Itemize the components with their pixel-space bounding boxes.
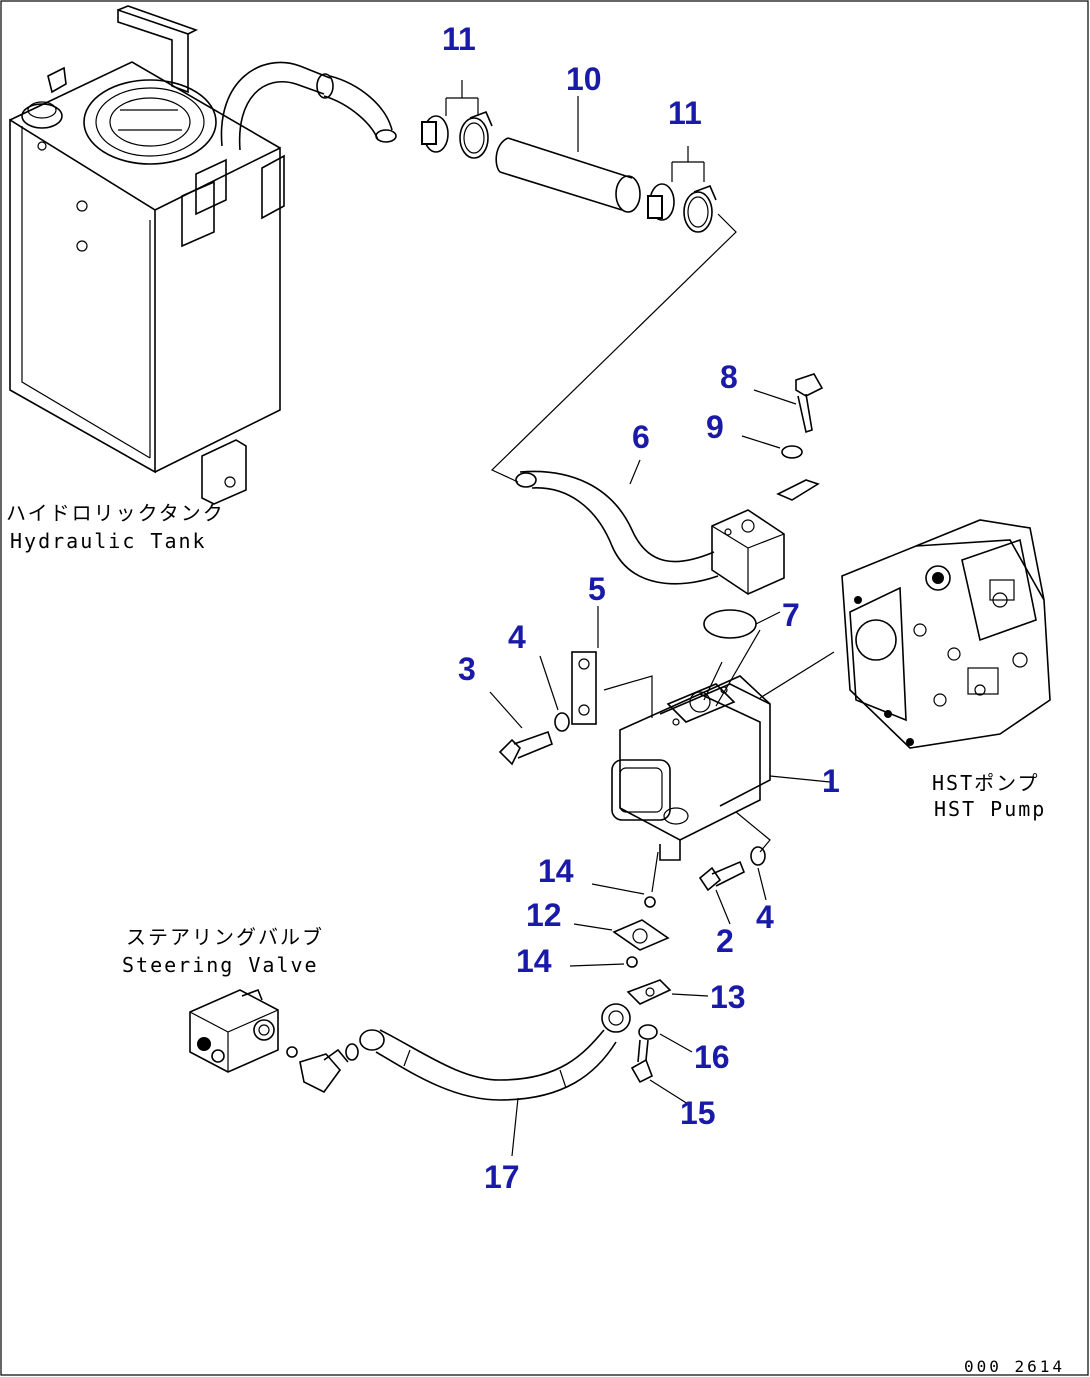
caption-tank-en: Hydraulic Tank bbox=[10, 529, 207, 553]
bolt-8-drawing bbox=[795, 373, 824, 434]
steering-valve-drawing bbox=[189, 988, 279, 1073]
callout-labels: 1 2 3 4 4 5 6 7 8 9 10 11 11 12 13 14 14… bbox=[442, 21, 840, 1195]
callout-9: 9 bbox=[706, 409, 724, 445]
hydraulic-tank-drawing bbox=[9, 5, 397, 505]
washer-4-lower-drawing bbox=[750, 846, 766, 866]
caption-steer-jp: ステアリングバルブ bbox=[126, 925, 324, 949]
flange-12-drawing bbox=[612, 919, 670, 951]
clamps-11-lower-drawing bbox=[647, 183, 717, 233]
hose-10-drawing bbox=[495, 137, 641, 213]
drawing-code: 000 2614 bbox=[964, 1357, 1065, 1376]
callout-6: 6 bbox=[632, 419, 650, 455]
callout-15: 15 bbox=[680, 1095, 716, 1131]
callout-14-lower: 14 bbox=[516, 943, 552, 979]
callout-17: 17 bbox=[484, 1159, 520, 1195]
hst-pump-drawing bbox=[841, 519, 1051, 749]
bolt-2-drawing bbox=[698, 860, 746, 892]
gear-pump-1-drawing bbox=[611, 675, 771, 861]
callout-8: 8 bbox=[720, 359, 738, 395]
callout-12: 12 bbox=[526, 897, 562, 933]
elbow-fitting-drawing bbox=[299, 1048, 349, 1094]
callout-5: 5 bbox=[588, 571, 606, 607]
caption-hst-jp: HSTポンプ bbox=[932, 771, 1040, 795]
callout-13: 13 bbox=[710, 979, 746, 1015]
callout-11-lower: 11 bbox=[668, 95, 702, 131]
washer-9-drawing bbox=[781, 445, 803, 459]
o-ring-14-upper-drawing bbox=[644, 896, 656, 908]
clamps-11-upper-drawing bbox=[421, 110, 493, 159]
washer-16-drawing bbox=[638, 1024, 658, 1040]
callout-4-upper: 4 bbox=[508, 619, 526, 655]
bolt-3-drawing bbox=[498, 730, 553, 766]
washer-4-upper-drawing bbox=[554, 712, 570, 732]
bracket-5-drawing bbox=[571, 651, 597, 725]
o-ring-7-drawing bbox=[703, 609, 757, 639]
hose-17-drawing bbox=[359, 1003, 631, 1101]
caption-steer-en: Steering Valve bbox=[122, 953, 319, 977]
callout-2: 2 bbox=[716, 923, 734, 959]
callout-14-upper: 14 bbox=[538, 853, 574, 889]
lock-plate-drawing bbox=[776, 479, 820, 501]
callout-11-upper: 11 bbox=[442, 21, 476, 57]
bolt-15-drawing bbox=[630, 1039, 654, 1084]
callout-10: 10 bbox=[566, 61, 602, 97]
callout-3: 3 bbox=[458, 651, 476, 687]
clamp-13-drawing bbox=[626, 979, 672, 1005]
callout-7: 7 bbox=[782, 597, 800, 633]
callout-4-lower: 4 bbox=[756, 899, 774, 935]
callout-1: 1 bbox=[822, 763, 840, 799]
callout-16: 16 bbox=[694, 1039, 730, 1075]
pipe-6-drawing bbox=[515, 470, 785, 595]
caption-hst-en: HST Pump bbox=[934, 797, 1046, 821]
o-ring-14-lower-drawing bbox=[626, 956, 638, 968]
caption-tank-jp: ハイドロリックタンク bbox=[6, 501, 225, 525]
